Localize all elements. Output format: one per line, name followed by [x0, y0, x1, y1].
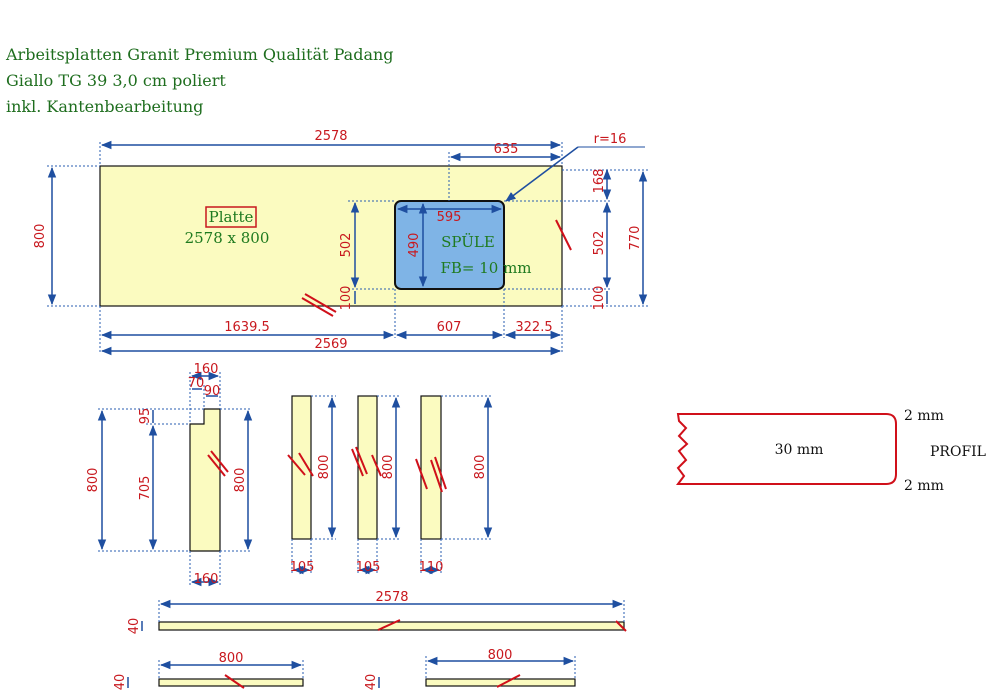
width-bottom: 2569 — [314, 337, 347, 352]
edge-short-2-length: 800 — [488, 648, 513, 663]
plate-label-box — [205, 206, 257, 228]
cut-mark — [287, 454, 306, 476]
strip-b-height: 800 — [317, 455, 332, 480]
sink-height: 490 — [407, 233, 422, 258]
edge-short-2-thickness: 40 — [364, 674, 379, 691]
plate-size: 2578 x 800 — [185, 229, 270, 247]
edge-long-thickness: 40 — [127, 618, 142, 635]
profile-top: 2 mm — [904, 408, 944, 424]
profile-label: PROFIL — [930, 444, 986, 460]
height-right-502: 502 — [592, 231, 607, 256]
gap-top-right: 168 — [592, 169, 607, 194]
profile-group: 30 mm 2 mm 2 mm PROFIL — [676, 408, 986, 494]
strip-d-width: 110 — [419, 560, 444, 575]
strip-a-h705: 705 — [138, 476, 153, 501]
title-line-2: Giallo TG 39 3,0 cm poliert — [6, 71, 226, 90]
strip-b — [291, 395, 312, 540]
sink-label: SPÜLE — [441, 233, 495, 251]
seg3: 322.5 — [515, 320, 552, 335]
sink-offset-top: 635 — [494, 142, 519, 157]
cut-mark — [430, 459, 443, 493]
gap-bottom-right: 100 — [592, 286, 607, 311]
width-top: 2578 — [314, 129, 347, 144]
profile-bottom: 2 mm — [904, 478, 944, 494]
plate-name: Platte — [209, 208, 254, 226]
height-right-770: 770 — [628, 226, 643, 251]
cut-mark — [355, 446, 368, 475]
main-plate-group: Platte 2578 x 800 SPÜLE FB= 10 mm 595 49… — [33, 129, 648, 356]
cut-mark — [351, 448, 364, 477]
sink-width: 595 — [437, 210, 462, 225]
strip-d — [420, 395, 442, 540]
seg2: 607 — [437, 320, 462, 335]
radius-label: r=16 — [594, 132, 627, 147]
strip-a — [189, 408, 221, 552]
cut-mark — [555, 219, 572, 251]
profile-thickness: 30 mm — [775, 442, 824, 458]
cut-mark — [207, 454, 226, 477]
edge-long — [158, 621, 625, 631]
strip-b-width: 105 — [290, 560, 315, 575]
cut-mark — [301, 297, 334, 317]
strip-c — [357, 395, 378, 540]
sink-fb: FB= 10 mm — [440, 259, 531, 277]
edge-long-length: 2578 — [375, 590, 408, 605]
cut-mark — [377, 619, 401, 631]
strip-a-h-left: 800 — [86, 468, 101, 493]
seg1: 1639.5 — [224, 320, 270, 335]
cut-mark — [224, 674, 245, 689]
sink-left-502: 502 — [339, 233, 354, 258]
cut-mark — [415, 458, 428, 490]
strip-d-height: 800 — [473, 455, 488, 480]
edge-profile — [676, 413, 897, 485]
sink-left-100: 100 — [339, 286, 354, 311]
cut-mark — [434, 456, 447, 490]
strip-c-width: 105 — [356, 560, 381, 575]
edge-short2-group: 800 40 — [364, 648, 576, 691]
cut-mark — [304, 293, 337, 313]
strip-a-group: 160 70 90 95 705 800 800 160 — [86, 362, 253, 587]
strip-a-w-top: 160 — [194, 362, 219, 377]
edge-short-1-thickness: 40 — [113, 674, 128, 691]
strip-a-w90: 90 — [204, 384, 221, 399]
strip-c-group: 800 105 — [351, 395, 401, 575]
height-left: 800 — [33, 224, 48, 249]
strip-b-group: 800 105 — [287, 395, 337, 575]
strip-c-height: 800 — [381, 455, 396, 480]
title-line-1: Arbeitsplatten Granit Premium Qualität P… — [6, 45, 394, 64]
strip-a-w70: 70 — [188, 376, 205, 391]
cut-mark — [371, 454, 382, 477]
header: Arbeitsplatten Granit Premium Qualität P… — [6, 42, 394, 120]
strip-d-group: 800 110 — [415, 395, 493, 575]
cut-mark — [496, 674, 521, 688]
edge-short-1-length: 800 — [219, 651, 244, 666]
edge-short1-group: 800 40 — [113, 651, 304, 691]
strip-a-h-right: 800 — [233, 468, 248, 493]
cut-mark — [210, 450, 229, 473]
strip-a-notch: 95 — [138, 408, 153, 425]
cut-mark — [615, 620, 627, 632]
cut-mark — [298, 452, 314, 477]
strip-a-w-bottom: 160 — [194, 572, 219, 587]
radius-leader — [505, 146, 579, 202]
edge-long-group: 2578 40 — [127, 590, 627, 635]
title-line-3: inkl. Kantenbearbeitung — [6, 97, 204, 116]
